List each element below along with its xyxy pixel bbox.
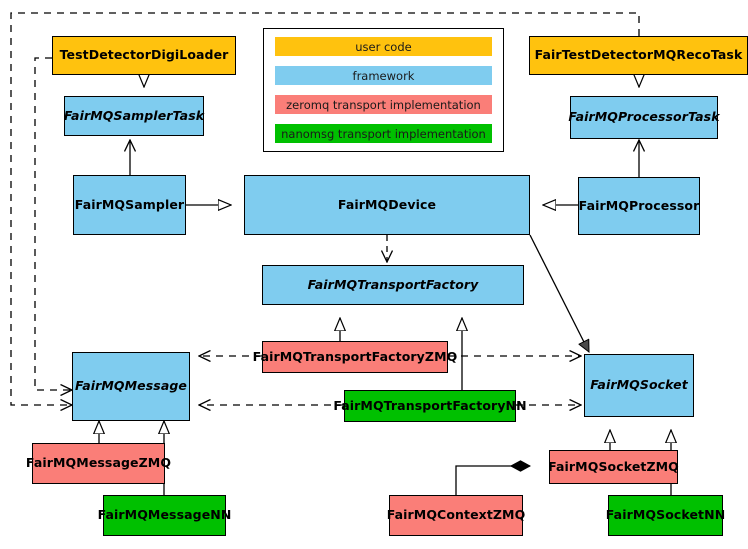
class-box-fairmqcontextzmq[interactable]: FairMQContextZMQ	[387, 495, 525, 536]
class-box-fairmqtransportfactory[interactable]: FairMQTransportFactory	[262, 265, 524, 305]
legend-label-user-code: user code	[355, 39, 412, 54]
class-box-fairmqmessagenn[interactable]: FairMQMessageNN	[98, 495, 231, 536]
edge-contextzmq-to-socketzmq	[455, 466, 530, 495]
class-box-fairmqprocessortask[interactable]: FairMQProcessorTask	[568, 96, 720, 139]
legend-item-user-code: user code	[275, 37, 492, 56]
class-box-fairmqmessagezmq[interactable]: FairMQMessageZMQ	[26, 443, 171, 484]
class-box-fairmqsampler[interactable]: FairMQSampler	[73, 175, 186, 235]
legend-label-zeromq: zeromq transport implementation	[286, 97, 481, 112]
legend-item-framework: framework	[275, 66, 492, 85]
class-box-fairmqsocketzmq[interactable]: FairMQSocketZMQ	[548, 450, 679, 484]
edge-recotask-to-message	[10, 12, 640, 405]
legend-panel: user code framework zeromq transport imp…	[263, 28, 504, 152]
class-box-fairmqsamplertask[interactable]: FairMQSamplerTask	[64, 96, 204, 136]
class-box-fairmqsocketnn[interactable]: FairMQSocketNN	[606, 495, 725, 536]
legend-item-zeromq: zeromq transport implementation	[275, 95, 492, 114]
class-box-fairmqdevice[interactable]: FairMQDevice	[244, 175, 530, 235]
class-box-fairmqmessage[interactable]: FairMQMessage	[72, 352, 190, 421]
class-box-fairmqsocket[interactable]: FairMQSocket	[584, 354, 694, 417]
edge-device-to-socket	[529, 234, 590, 352]
class-box-fairtestdetectormqrecotask[interactable]: FairTestDetectorMQRecoTask	[529, 36, 748, 75]
legend-label-nanomsg: nanomsg transport implementation	[281, 126, 486, 141]
edge-digiloader-to-message	[34, 57, 72, 390]
legend-label-framework: framework	[352, 68, 415, 83]
legend-item-nanomsg: nanomsg transport implementation	[275, 124, 492, 143]
class-box-fairmqprocessor[interactable]: FairMQProcessor	[578, 177, 700, 235]
class-box-fairmqtransportfactoryzmq[interactable]: FairMQTransportFactoryZMQ	[253, 341, 457, 373]
class-box-fairmqtransportfactorynn[interactable]: FairMQTransportFactoryNN	[333, 390, 527, 422]
class-box-testdetectordigiloader[interactable]: TestDetectorDigiLoader	[52, 36, 236, 75]
